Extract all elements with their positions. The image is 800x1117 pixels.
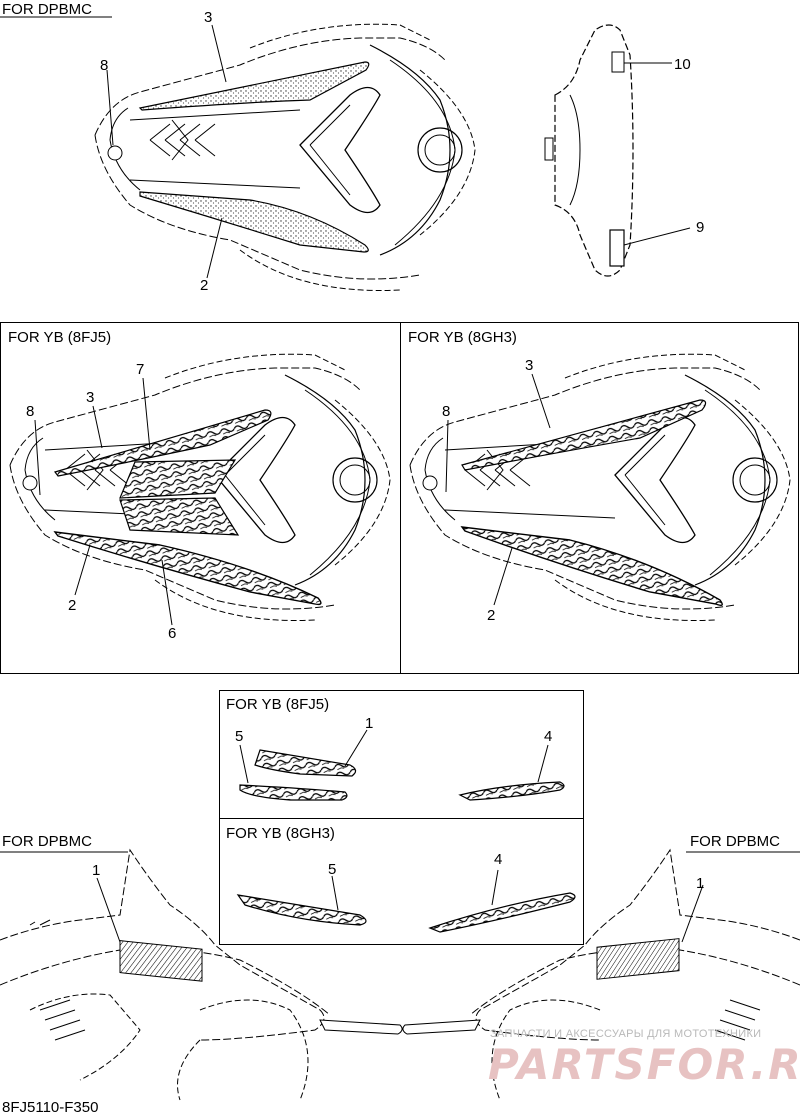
label-mid-right: FOR YB (8GH3) <box>408 329 517 346</box>
callout-bl-1: 1 <box>92 862 101 879</box>
callout-br-1: 1 <box>696 875 705 892</box>
panel-yb-8gh3 <box>400 322 799 674</box>
inset-panel-outer <box>219 690 584 945</box>
callout-top-10: 10 <box>674 56 691 73</box>
callout-mr-2: 2 <box>487 607 496 624</box>
label-bottom-left: FOR DPBMC <box>2 833 92 850</box>
callout-ml-7: 7 <box>136 361 145 378</box>
label-inset-top: FOR YB (8FJ5) <box>226 696 330 713</box>
callout-ib-5: 5 <box>328 861 337 878</box>
label-inset-bottom: FOR YB (8GH3) <box>226 825 335 842</box>
label-mid-left: FOR YB (8FJ5) <box>8 329 112 346</box>
callout-ml-3: 3 <box>86 389 95 406</box>
callout-ib-4: 4 <box>494 851 503 868</box>
callout-top-3: 3 <box>204 9 213 26</box>
watermark-tagline: ЗАПЧАСТИ И АКСЕССУАРЫ ДЛЯ МОТОТЕХНИКИ <box>490 1028 762 1040</box>
callout-ml-6: 6 <box>168 625 177 642</box>
watermark-logo: PARTSFOR.RU <box>488 1040 800 1089</box>
callout-mr-3: 3 <box>525 357 534 374</box>
callout-it-4: 4 <box>544 728 553 745</box>
callout-top-2: 2 <box>200 277 209 294</box>
label-top-left: FOR DPBMC <box>2 1 92 18</box>
callout-it-1: 1 <box>365 715 374 732</box>
callout-top-8: 8 <box>100 57 109 74</box>
panel-yb-8fj5 <box>0 322 401 674</box>
inset-panel-divider <box>219 818 584 819</box>
callout-ml-2: 2 <box>68 597 77 614</box>
callout-it-5: 5 <box>235 728 244 745</box>
callout-top-9: 9 <box>696 219 705 236</box>
callout-mr-8: 8 <box>442 403 451 420</box>
diagram-code: 8FJ5110-F350 <box>2 1099 99 1116</box>
label-bottom-right: FOR DPBMC <box>690 833 780 850</box>
callout-ml-8: 8 <box>26 403 35 420</box>
